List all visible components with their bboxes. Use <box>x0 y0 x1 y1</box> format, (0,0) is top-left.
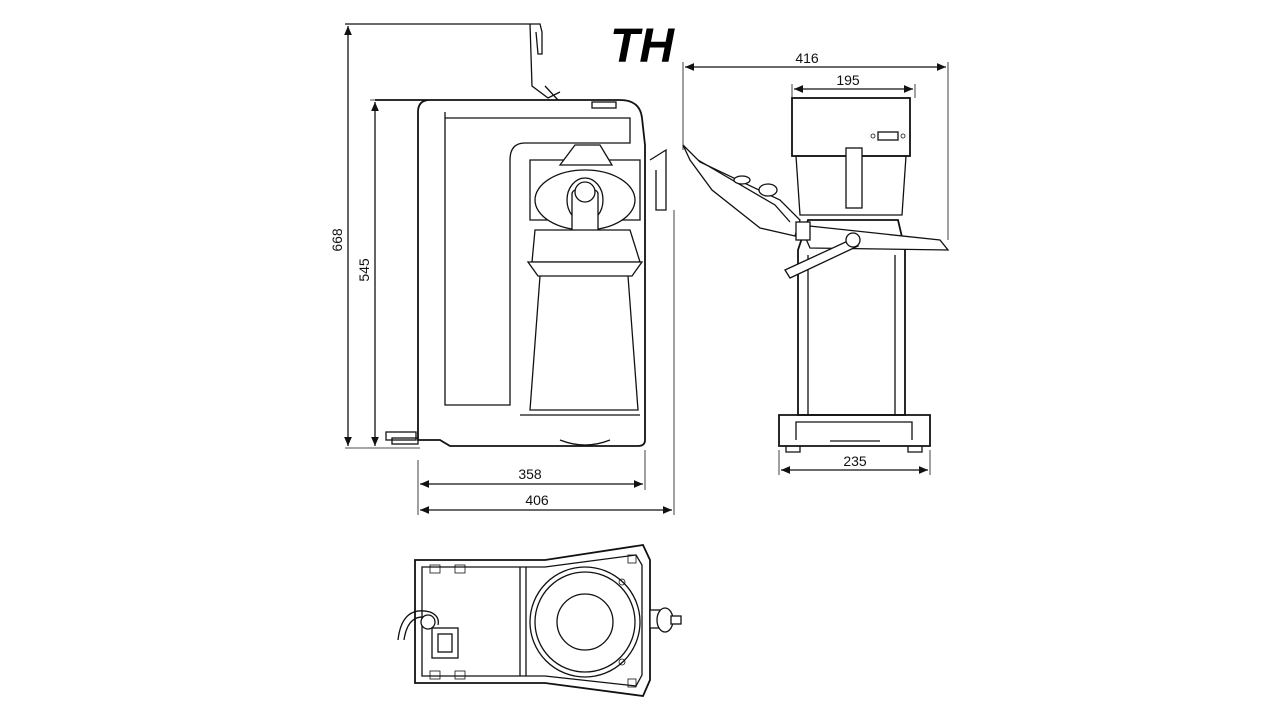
dim-front-top-width: 195 <box>836 72 860 88</box>
drawing-title: TH <box>610 20 675 73</box>
dim-height-body: 545 <box>356 258 372 282</box>
dim-depth-inner: 358 <box>518 466 542 482</box>
side-view <box>345 23 667 447</box>
side-dimensions: 668 545 358 406 <box>329 23 675 515</box>
dim-depth-total: 406 <box>525 492 549 508</box>
top-view <box>397 544 682 697</box>
front-view <box>682 97 950 453</box>
dim-front-total-width: 416 <box>795 50 819 66</box>
dim-height-total: 668 <box>329 228 345 252</box>
front-dimensions: 416 195 235 <box>682 50 949 475</box>
dim-front-base-width: 235 <box>843 453 867 469</box>
